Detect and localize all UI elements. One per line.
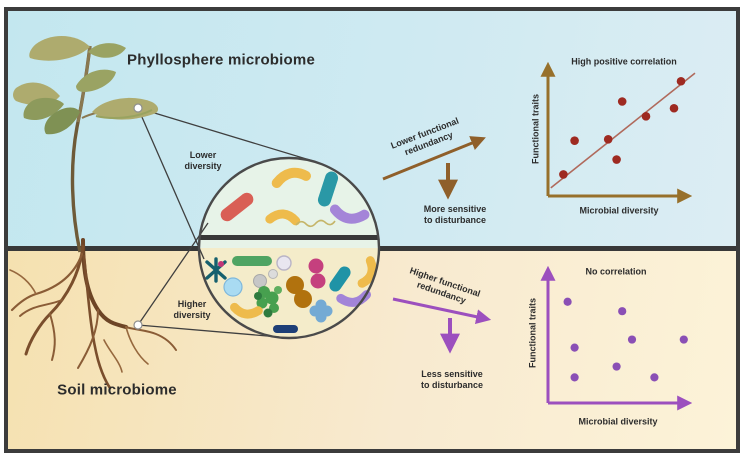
soil-title: Soil microbiome [57,381,177,399]
chart2-ylabel: Functional traits [527,298,538,369]
chart2-title: No correlation [585,266,647,277]
chart1-ylabel: Functional traits [530,94,541,165]
higher-diversity-label: Higher diversity [173,298,211,320]
chart2-xlabel: Microbial diversity [578,416,658,427]
chart1-title: High positive correlation [571,56,677,67]
less-sensitive-label: Less sensitive to disturbance [420,368,483,390]
lower-diversity-label: Lower diversity [184,149,222,171]
chart1-xlabel: Microbial diversity [579,205,659,216]
more-sensitive-label: More sensitive to disturbance [423,203,487,225]
soil-surface-divider [8,246,736,251]
phyllosphere-title: Phyllosphere microbiome [127,51,315,69]
